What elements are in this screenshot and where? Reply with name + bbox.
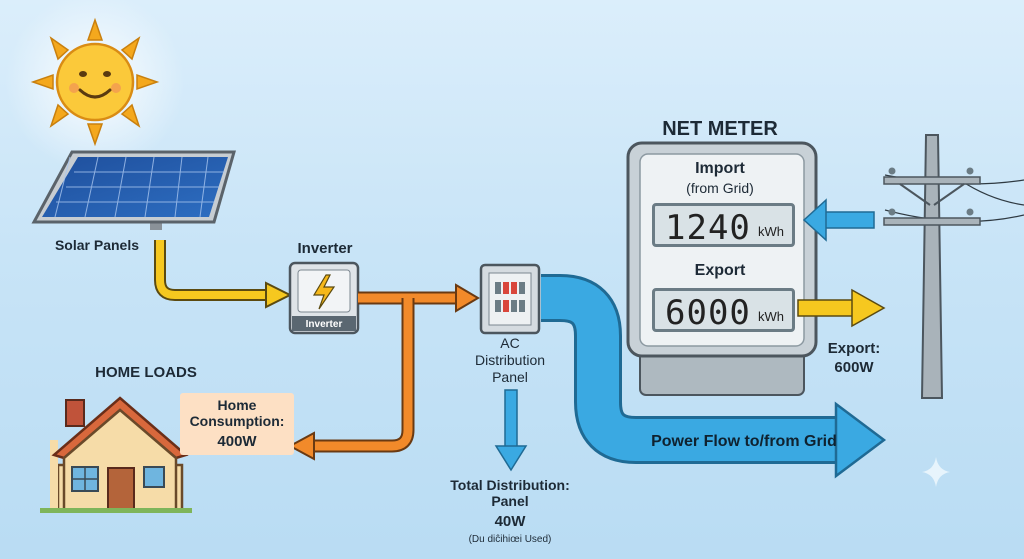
import-unit: kWh [758, 224, 784, 239]
total-distribution-line1: Total Distribution: [450, 477, 570, 493]
import-label: Import [695, 160, 745, 177]
ac-panel-line2: Distribution [475, 352, 545, 368]
sun-icon [5, 0, 185, 172]
grid-flow-arrow [536, 274, 887, 479]
sparkle-icon [922, 457, 950, 487]
home-consumption-value: 400W [217, 433, 257, 450]
home-consumption-line1: Home [218, 397, 257, 413]
export-side-value: 600W [834, 359, 874, 376]
export-unit: kWh [758, 309, 784, 324]
inverter-icon [288, 261, 360, 335]
solar-flow-arrow [154, 240, 268, 301]
export-value: 6000 [665, 293, 751, 333]
home-consumption-callout [180, 393, 294, 455]
home-loads-label: HOME LOADS [95, 364, 197, 381]
ac-panel-icon [479, 263, 541, 335]
inverter-flow-arrow [287, 283, 480, 461]
grid-flow-label: Power Flow to/from Grid [651, 433, 837, 450]
home-consumption-line2: Consumption: [190, 413, 285, 429]
import-arrow [802, 198, 875, 242]
export-side-line1: Export: [828, 340, 881, 357]
ac-panel-line3: Panel [492, 369, 528, 385]
import-value: 1240 [665, 208, 751, 248]
export-arrow [797, 288, 886, 328]
ac-panel-line1: AC [500, 335, 519, 351]
distribution-down-arrow [494, 389, 528, 472]
export-display: 6000 kWh [652, 288, 795, 333]
inverter-label: Inverter [297, 240, 352, 257]
total-distribution-note: (Du diĉihiœi Used) [469, 534, 552, 545]
utility-pole-icon [883, 134, 1024, 399]
house-icon [40, 396, 192, 513]
net-meter-title: NET METER [662, 118, 778, 140]
inverter-badge-label: Inverter [306, 319, 343, 330]
import-sublabel: (from Grid) [686, 180, 754, 196]
solar-panels-label: Solar Panels [55, 237, 139, 253]
total-distribution-line2: Panel [491, 493, 528, 509]
export-label: Export [694, 262, 746, 279]
total-distribution-value: 40W [495, 513, 527, 530]
import-display: 1240 kWh [652, 203, 795, 248]
solar-panel-icon [31, 150, 236, 230]
